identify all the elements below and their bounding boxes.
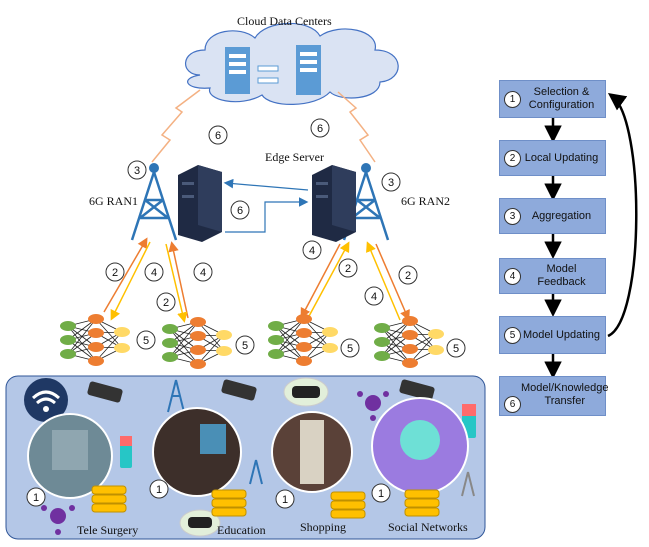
svg-text:1: 1	[282, 494, 288, 506]
step-marker: 2	[105, 262, 125, 282]
step-box: 1 Selection & Configuration	[499, 80, 606, 118]
neural-network-icon	[374, 316, 444, 368]
svg-text:3: 3	[134, 165, 140, 177]
scenario-label: Tele Surgery	[77, 523, 139, 537]
step-marker: 6	[230, 200, 250, 220]
step-marker: 2	[398, 265, 418, 285]
vr-headset-icon	[179, 377, 329, 537]
step-marker: 4	[302, 240, 322, 260]
step-marker: 3	[127, 160, 147, 180]
svg-text:6: 6	[317, 123, 323, 135]
store-photo	[271, 411, 353, 493]
svg-text:2: 2	[405, 270, 411, 282]
svg-text:2: 2	[345, 263, 351, 275]
svg-text:1: 1	[378, 488, 384, 500]
neural-network-icon	[60, 314, 130, 366]
step-label: Model Updating	[522, 328, 601, 341]
step-marker: 1	[149, 479, 169, 499]
step-label: Aggregation	[531, 209, 592, 222]
svg-text:4: 4	[309, 245, 315, 257]
svg-text:2: 2	[112, 267, 118, 279]
cell-tower-icon	[130, 163, 178, 241]
step-marker: 4	[144, 262, 164, 282]
step-box: 5 Model Updating	[499, 316, 606, 354]
ran-right-label: 6G RAN2	[401, 194, 451, 208]
svg-text:2: 2	[163, 297, 169, 309]
scenario-label: Education	[217, 523, 266, 537]
molecule-icon	[41, 391, 389, 535]
svg-text:4: 4	[151, 267, 157, 279]
step-arrows	[544, 93, 638, 379]
step-box: 4 Model Feedback	[499, 258, 606, 294]
svg-text:5: 5	[242, 340, 248, 352]
coin-stack-icon	[91, 485, 440, 519]
svg-text:4: 4	[371, 291, 377, 303]
step-label: Model/Knowledge Transfer	[521, 382, 609, 407]
step-number: 4	[504, 267, 521, 285]
step-marker: 6	[310, 118, 330, 138]
cctv-camera-icon	[87, 379, 435, 403]
cloud-icon	[185, 22, 399, 105]
svg-text:1: 1	[33, 492, 39, 504]
step-marker: 5	[136, 330, 156, 350]
svg-text:1: 1	[156, 484, 162, 496]
server-rack-icon	[178, 165, 356, 242]
classroom-photo	[152, 407, 242, 497]
step-marker: 4	[364, 286, 384, 306]
step-number: 1	[504, 90, 521, 108]
step-label: Local Updating	[524, 151, 599, 164]
step-number: 6	[504, 396, 521, 413]
step-label: Model Feedback	[537, 263, 586, 288]
server-rack-icon	[225, 45, 321, 95]
svg-text:5: 5	[143, 335, 149, 347]
edge-server-label: Edge Server	[265, 150, 324, 164]
step-marker: 2	[338, 258, 358, 278]
cell-tower-icon	[167, 379, 475, 497]
step-marker: 4	[193, 262, 213, 282]
neural-network-icon	[162, 317, 232, 369]
hospital-photo	[27, 413, 113, 499]
step-marker: 2	[156, 292, 176, 312]
svg-text:6: 6	[215, 130, 221, 142]
svg-text:3: 3	[388, 177, 394, 189]
step-marker: 1	[26, 487, 46, 507]
wifi-icon	[24, 378, 68, 422]
svg-text:4: 4	[200, 267, 206, 279]
cloud-title: Cloud Data Centers	[237, 14, 332, 28]
scenario-label: Shopping	[300, 520, 347, 534]
step-marker: 5	[446, 338, 466, 358]
step-number: 3	[504, 207, 521, 225]
step-marker: 3	[381, 172, 401, 192]
step-box: 6 Model/Knowledge Transfer	[499, 376, 608, 416]
metaverse-photo	[371, 397, 469, 495]
step-number: 5	[504, 326, 521, 344]
step-box: 3 Aggregation	[499, 198, 606, 234]
svg-text:5: 5	[453, 343, 459, 355]
step-marker: 1	[371, 483, 391, 503]
step-marker: 1	[275, 489, 295, 509]
step-marker: 6	[208, 125, 228, 145]
step-label: Selection & Configuration	[528, 86, 595, 111]
step-marker: 5	[235, 335, 255, 355]
step-marker: 5	[340, 338, 360, 358]
ran-left-label: 6G RAN1	[89, 194, 139, 208]
step-box: 2 Local Updating	[499, 140, 606, 176]
scenario-label: Social Networks	[388, 520, 468, 534]
svg-text:5: 5	[347, 343, 353, 355]
neural-network-icon	[268, 314, 338, 366]
step-number: 2	[504, 149, 521, 167]
svg-text:6: 6	[237, 205, 243, 217]
